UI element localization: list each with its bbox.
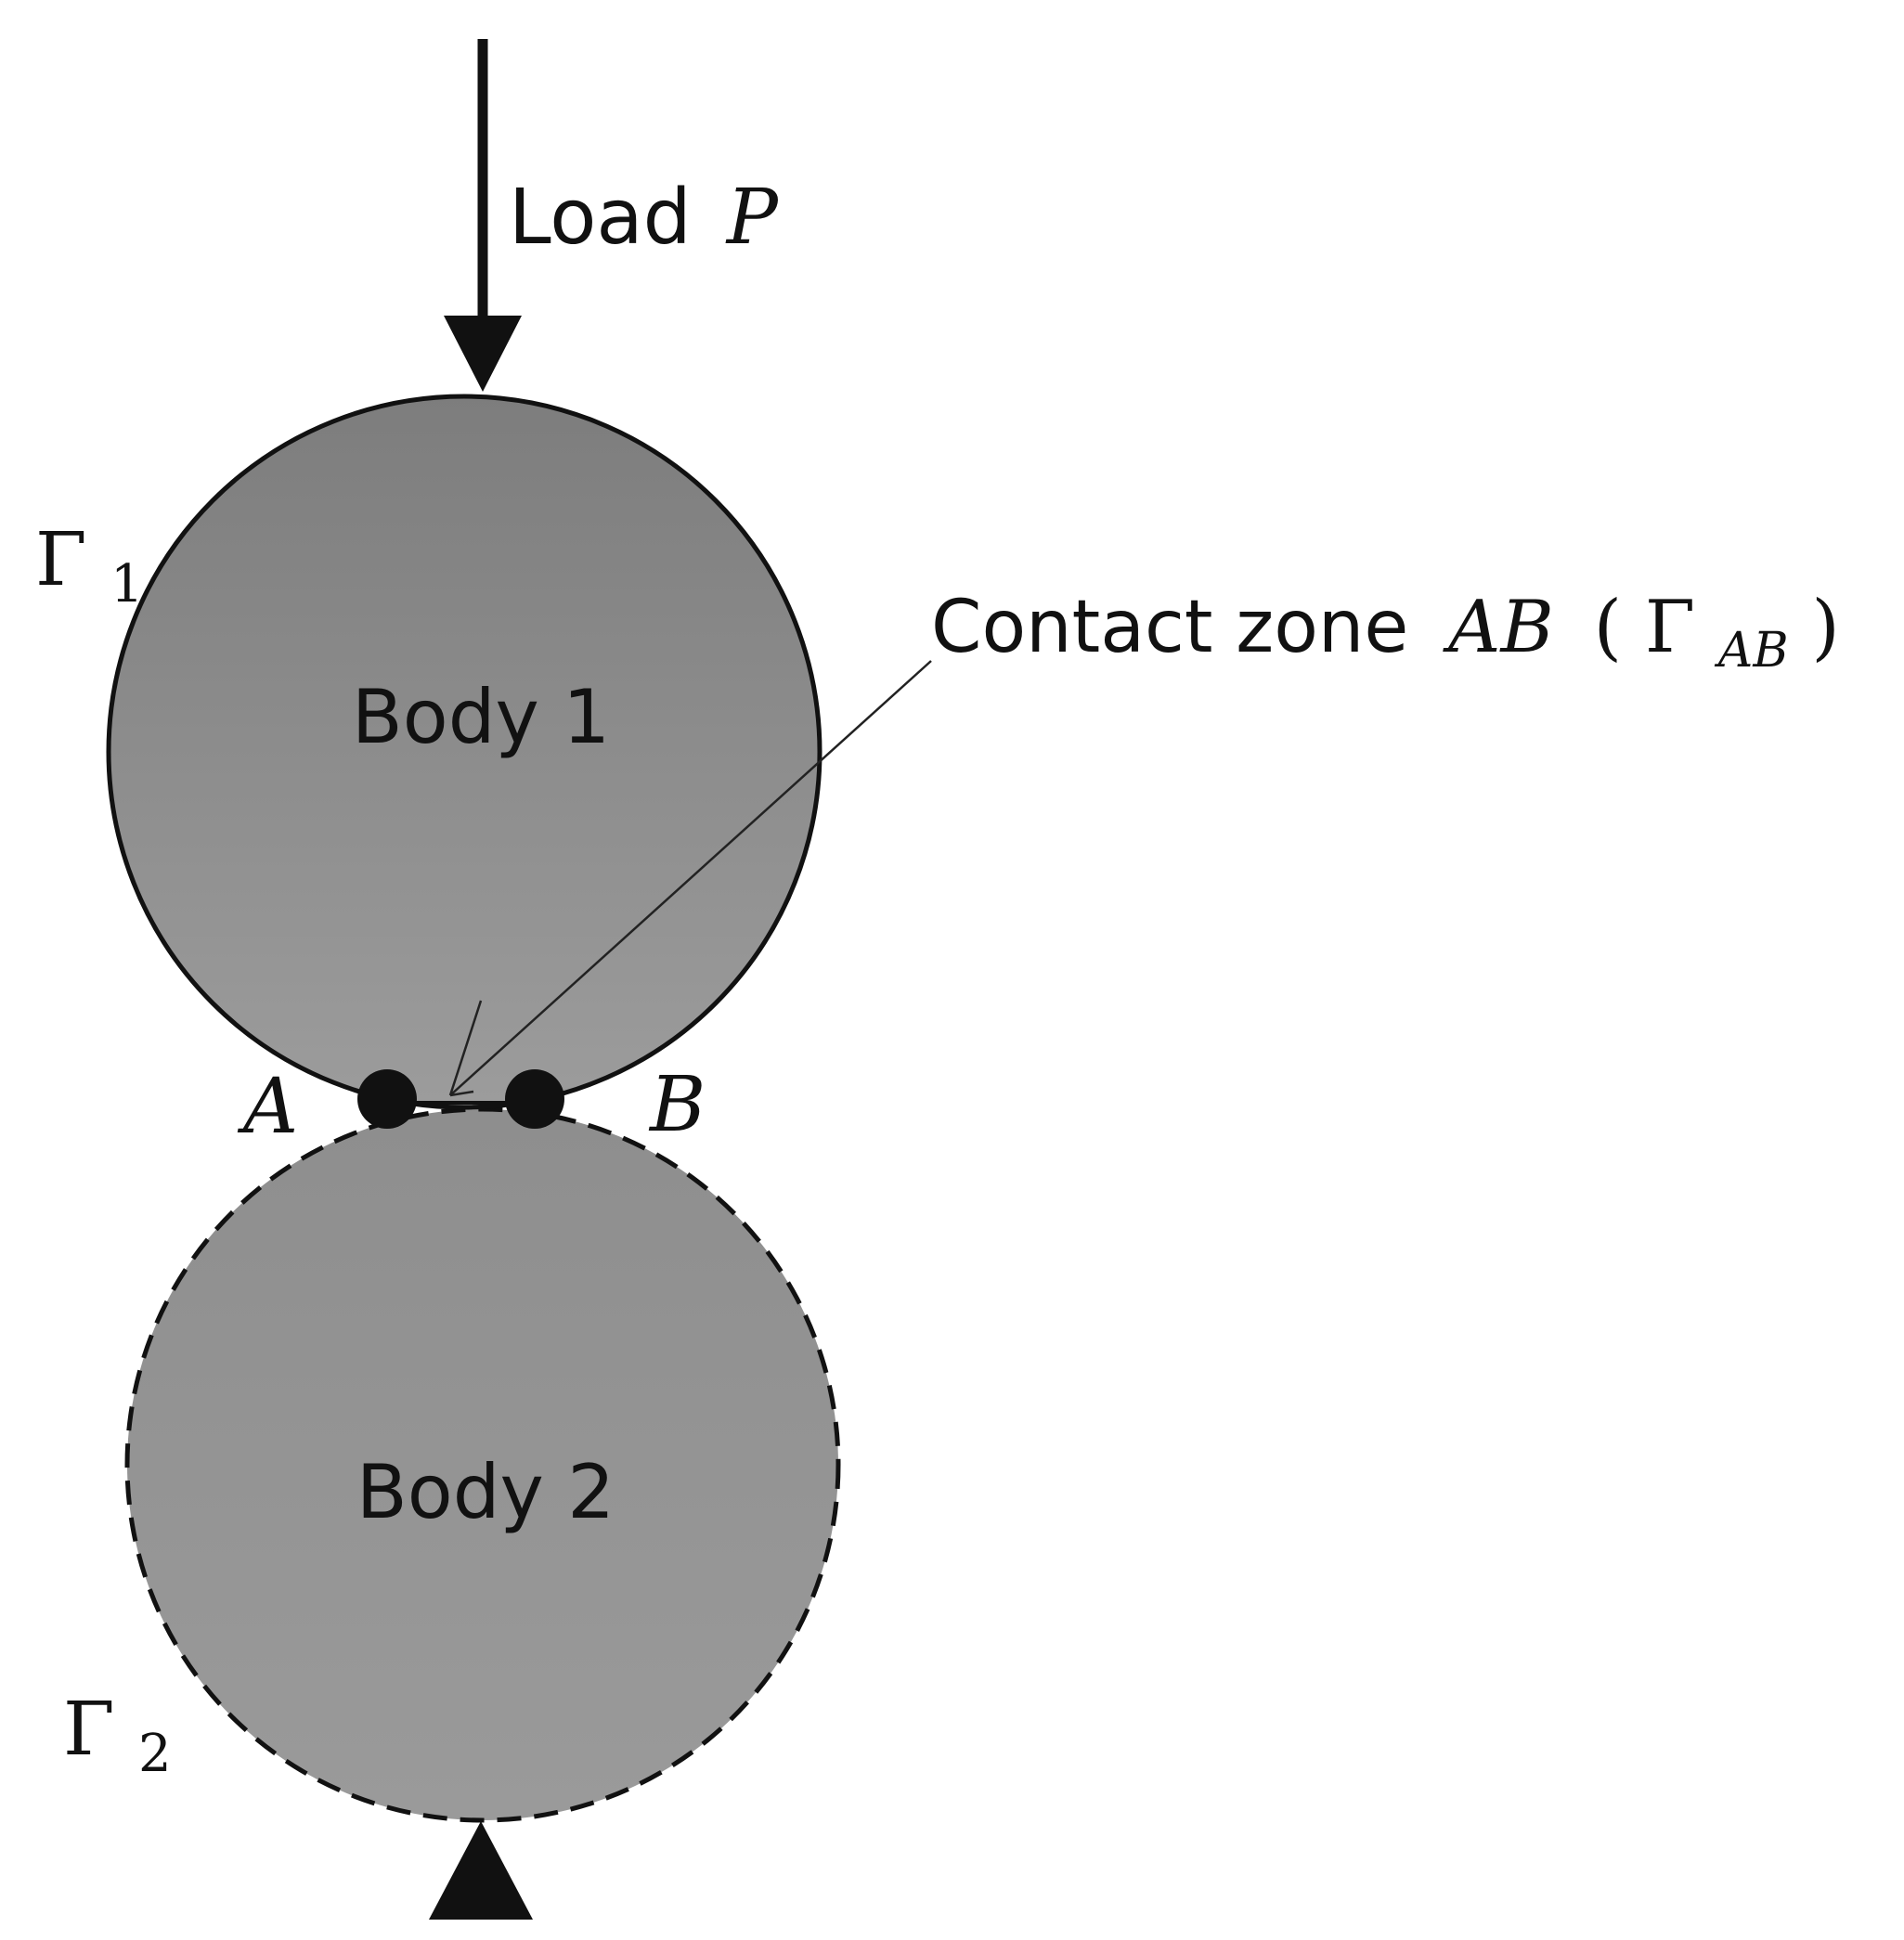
boundary-1-subscript: 1	[110, 554, 144, 614]
contact-zone-symbol: AB	[1443, 586, 1554, 669]
contact-zone-gamma: Γ	[1645, 586, 1695, 669]
contact-zone-paren-close: )	[1811, 586, 1839, 669]
support-triangle	[429, 1821, 533, 1920]
boundary-2-label: Γ 2	[63, 1686, 172, 1784]
body-2	[124, 1106, 841, 1823]
boundary-2-subscript: 2	[138, 1724, 172, 1784]
body-1	[106, 394, 822, 1110]
contact-zone-text: Contact zone	[931, 586, 1408, 669]
contact-zone-gamma-subscript: AB	[1715, 623, 1789, 679]
body-2-label: Body 2	[356, 1449, 615, 1535]
contact-leader-line	[449, 660, 932, 1096]
load-arrow	[444, 39, 522, 392]
boundary-1-symbol: Γ	[35, 516, 87, 602]
load-word: Load	[509, 174, 692, 262]
point-b-marker	[505, 1069, 564, 1129]
boundary-1-label: Γ 1	[35, 516, 144, 614]
contact-leader-head-a	[448, 1000, 483, 1096]
contact-leader	[448, 660, 932, 1097]
load-arrow-head	[444, 316, 522, 392]
load-label: Load P	[509, 174, 780, 262]
point-a-label: A	[237, 1063, 298, 1151]
point-b-label: B	[648, 1061, 706, 1149]
contact-zone-label: Contact zone AB ( Γ AB )	[931, 586, 1840, 684]
body-1-label: Body 1	[352, 674, 610, 760]
contact-leader-head-b	[449, 1090, 474, 1097]
load-symbol: P	[725, 174, 780, 262]
contact-zone-paren-open: (	[1594, 586, 1622, 669]
point-a-marker	[357, 1069, 417, 1129]
boundary-2-symbol: Γ	[63, 1686, 115, 1772]
